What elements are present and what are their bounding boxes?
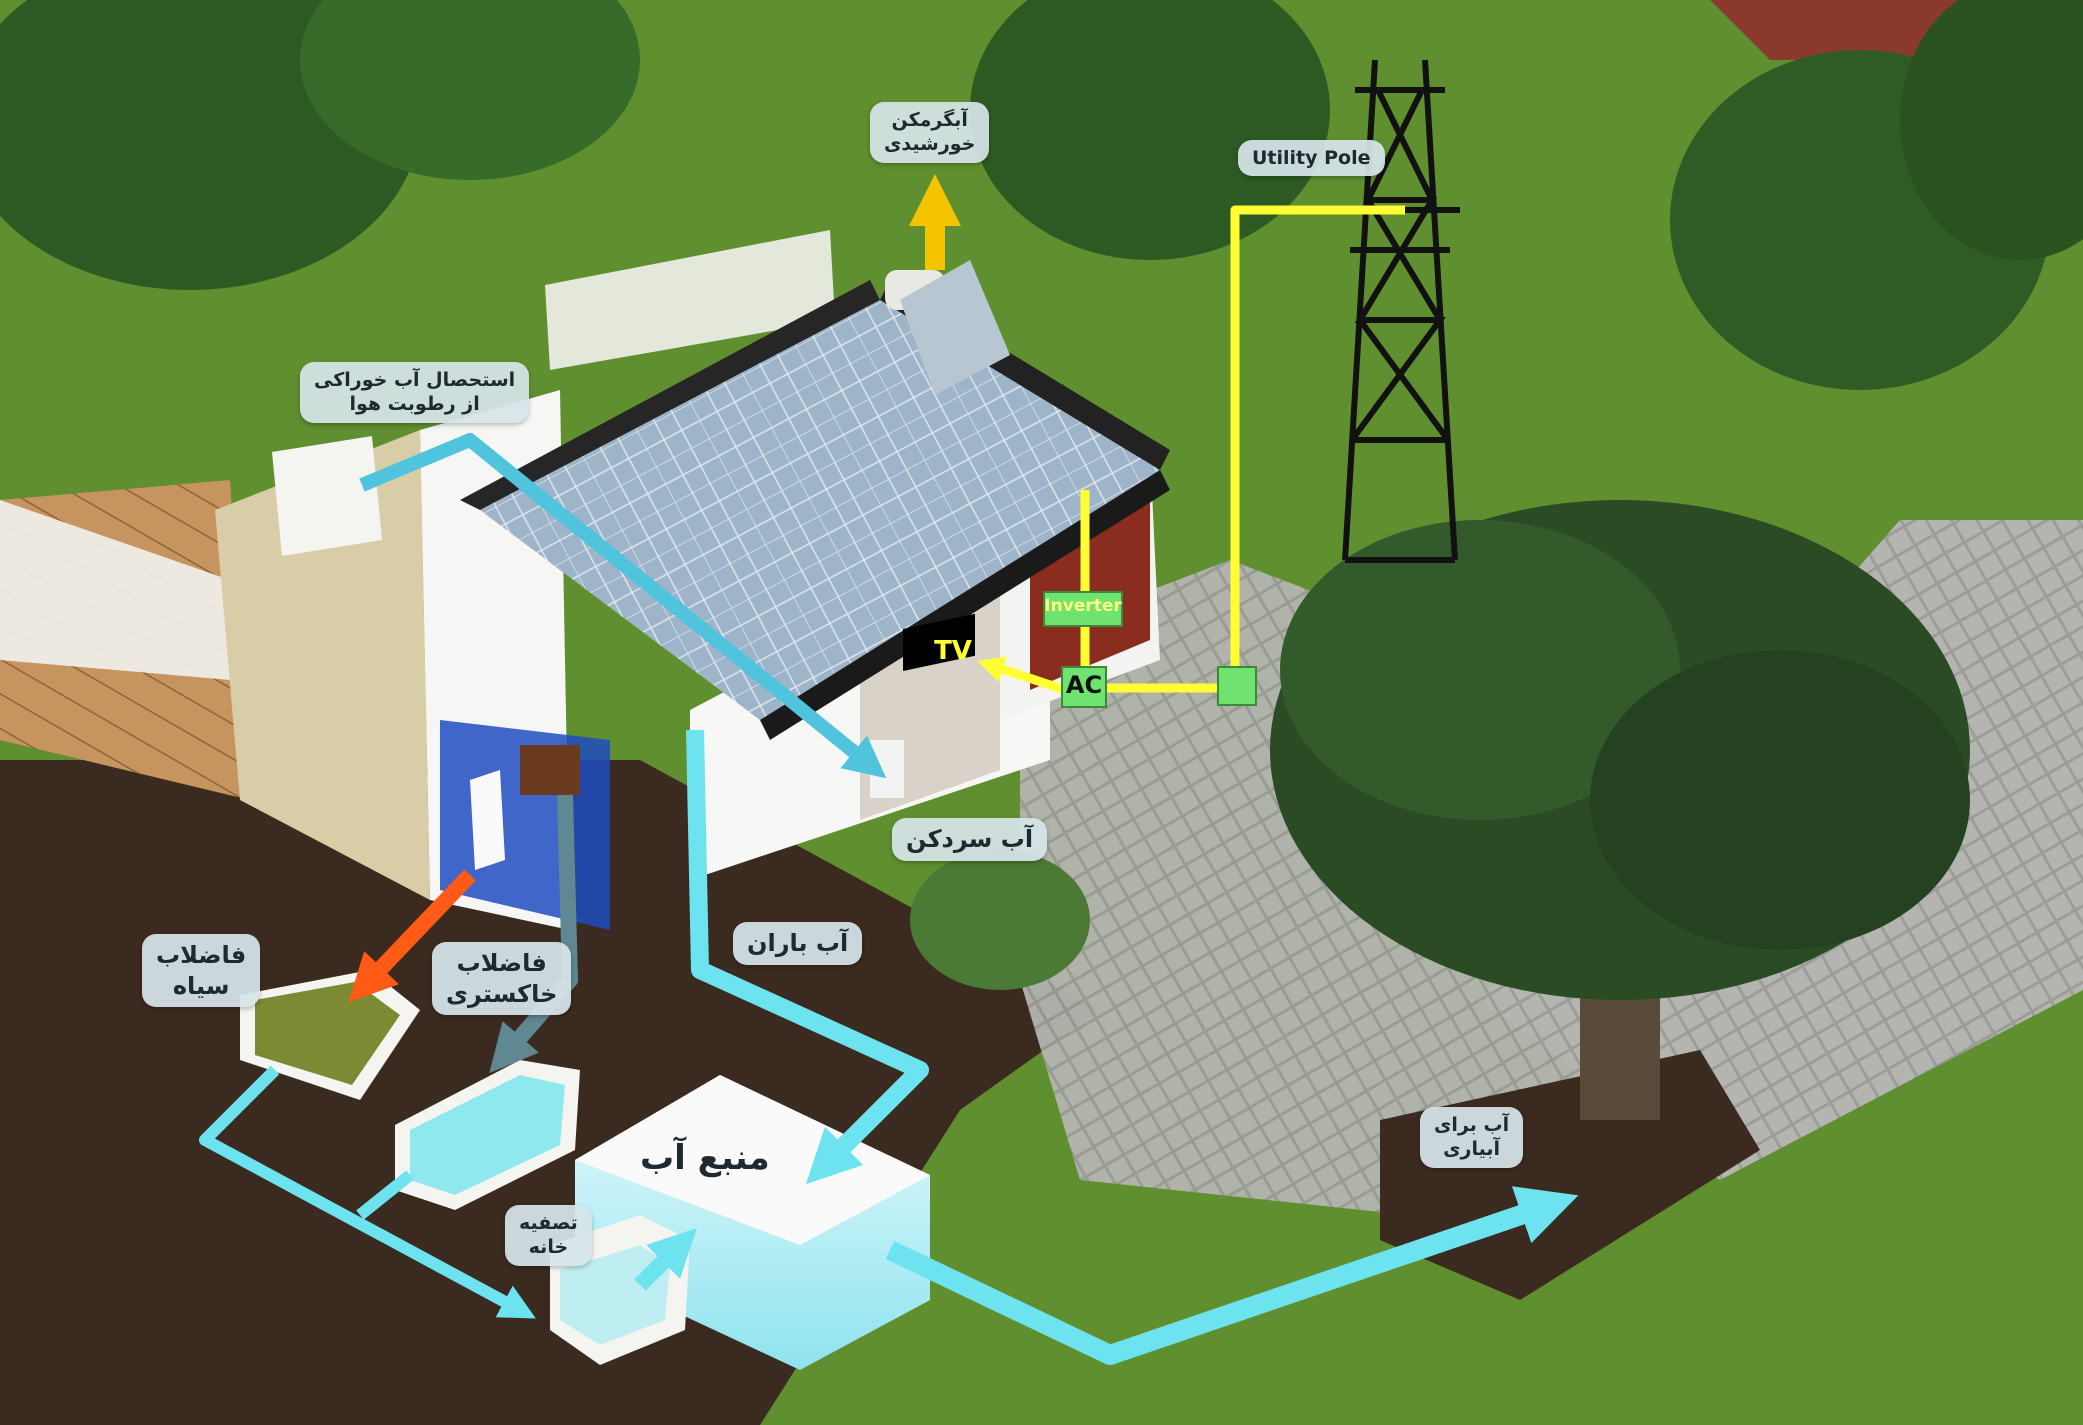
water-source-label: منبع آب <box>640 1138 770 1178</box>
rain-water-flow-arrow <box>686 729 929 1185</box>
black-water-line-2: سیاه <box>172 971 230 1000</box>
air-cooler-label: آب سردکن <box>892 818 1048 861</box>
irrigation-flow-arrow <box>885 1186 1579 1365</box>
deck <box>0 230 835 800</box>
utility-pole-label: Utility Pole <box>1238 140 1385 177</box>
inverter-node <box>1043 591 1123 627</box>
grey-water-outflow <box>356 1170 414 1220</box>
treatment-line-1: تصفیه <box>519 1212 578 1234</box>
irrigation-label: آب برای آبیاری <box>1420 1107 1524 1168</box>
air-water-flow-arrow <box>359 433 887 779</box>
inverter-label: Inverter <box>1044 596 1122 616</box>
solar-collector <box>900 260 1010 395</box>
black-water-tank <box>240 970 420 1100</box>
rain-water-label: آب باران <box>733 922 863 965</box>
treatment-line-2: خانه <box>528 1236 569 1259</box>
air-water-harvest-label: استحصال آب خوراکی از رطوبت هوا <box>300 362 530 423</box>
black-water-arrow <box>348 869 476 1003</box>
power-junction-node <box>1217 666 1257 706</box>
roof-railing <box>545 230 835 370</box>
treatment-label: تصفیه خانه <box>505 1205 592 1266</box>
flows <box>199 174 1579 1365</box>
trees <box>0 0 2083 1120</box>
water-cooler-unit <box>870 740 904 798</box>
solar-water-heater-line-2: خورشیدی <box>884 133 976 156</box>
grid-power-line <box>1105 205 1405 693</box>
side-wall <box>215 430 430 900</box>
ac-node <box>1061 666 1107 708</box>
toilet <box>470 770 505 870</box>
roof-edge-front <box>760 470 1170 740</box>
black-water-outflow <box>199 1065 536 1319</box>
irrigation-line-2: آبیاری <box>1443 1138 1500 1161</box>
treatment-to-source-arrow <box>634 1228 697 1291</box>
house <box>215 260 1170 930</box>
air-water-generator <box>272 436 382 556</box>
black-water-line-1: فاضلاب <box>156 941 247 969</box>
vanity <box>520 745 580 795</box>
shrub <box>910 850 1090 990</box>
grey-water-tank <box>395 1060 580 1210</box>
ac-label: AC <box>1065 671 1103 699</box>
solar-water-heater-label: آبگرمکن خورشیدی <box>870 102 990 163</box>
tv-screen <box>903 613 975 672</box>
grey-water-label: فاضلاب خاکستری <box>432 942 572 1016</box>
tv-power-arrow <box>977 656 1067 695</box>
air-water-harvest-line-2: از رطوبت هوا <box>349 393 480 416</box>
grey-water-line-2: خاکستری <box>446 979 558 1008</box>
air-water-harvest-line-1: استحصال آب خوراکی <box>314 369 516 391</box>
solar-water-heater-line-1: آبگرمکن <box>891 109 968 131</box>
solar-panels <box>480 300 1160 720</box>
grey-water-line-1: فاضلاب <box>456 949 547 977</box>
irrigation-line-1: آب برای <box>1434 1114 1510 1136</box>
tv-label: TV <box>934 636 972 666</box>
black-water-label: فاضلاب سیاه <box>142 934 261 1008</box>
